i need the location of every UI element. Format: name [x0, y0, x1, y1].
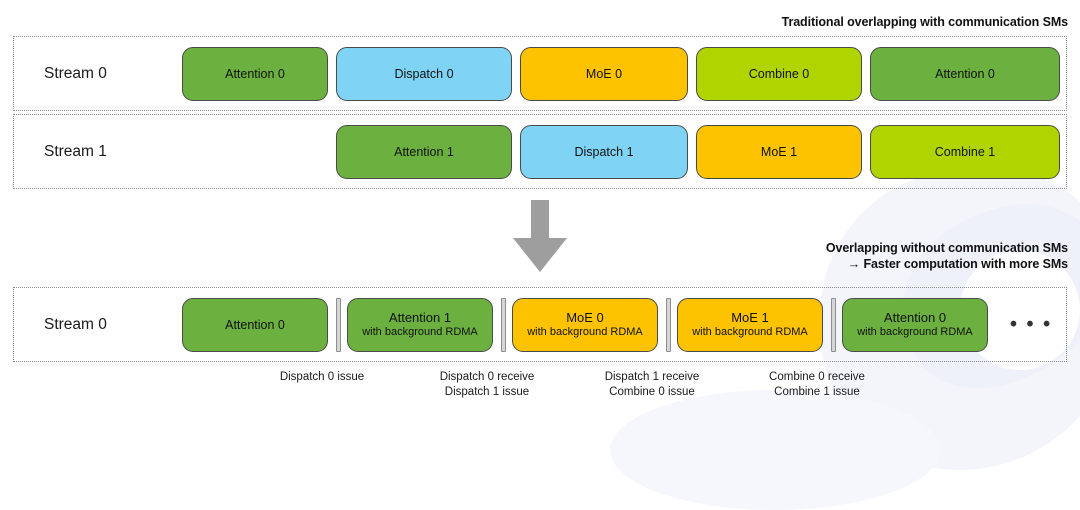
block-attention-1: Attention 1	[336, 124, 512, 179]
block-moe-0: MoE 0	[520, 46, 688, 101]
down-arrow-icon	[513, 200, 567, 272]
annotation-2: Dispatch 1 receive Combine 0 issue	[604, 371, 700, 398]
block-title: Attention 0	[883, 309, 947, 325]
block-subtitle: with background RDMA	[362, 326, 478, 339]
annotation-1: Dispatch 0 receive Dispatch 1 issue	[439, 371, 535, 398]
block-title: Attention 1	[394, 144, 454, 159]
lane-label-stream-1: Stream 1	[44, 142, 107, 160]
block-title: Dispatch 1	[574, 144, 634, 159]
block-attention-0: Attention 0	[182, 46, 328, 101]
lane-label-stream-0-bottom: Stream 0	[44, 315, 107, 333]
block-subtitle: with background RDMA	[527, 326, 643, 339]
block-attention-0: Attention 0	[870, 46, 1060, 101]
caption-overlapping-without-comm-sms: Overlapping without communication SMs → …	[825, 241, 1068, 271]
annotation-3: Combine 0 receive Combine 1 issue	[769, 371, 865, 398]
block-title: MoE 0	[585, 66, 623, 81]
block-title: Attention 0	[225, 66, 285, 81]
block-dispatch-1: Dispatch 1	[520, 124, 688, 179]
block-title: Dispatch 0	[394, 66, 454, 81]
caption-traditional-overlapping: Traditional overlapping with communicati…	[781, 15, 1069, 29]
stream-lane-0: Stream 0 Attention 0 Dispatch 0 MoE 0 Combi…	[13, 36, 1067, 111]
timeline-separator-3	[831, 297, 836, 352]
block-title: Combine 1	[934, 144, 996, 159]
block-dispatch-0: Dispatch 0	[336, 46, 512, 101]
diagram-canvas: Traditional overlapping with communicati…	[13, 15, 1080, 470]
block-combine-1: Combine 1	[870, 124, 1060, 179]
block-title: MoE 1	[731, 309, 769, 325]
block-combine-0: Combine 0	[696, 46, 862, 101]
ellipsis-icon: • • •	[1010, 313, 1053, 335]
lane-label-stream-0: Stream 0	[44, 64, 107, 82]
block-title: Attention 0	[225, 317, 285, 332]
block-title: MoE 1	[760, 144, 798, 159]
block-moe-1: MoE 1	[696, 124, 862, 179]
timeline-separator-2	[666, 297, 671, 352]
block-subtitle: with background RDMA	[857, 326, 973, 339]
block-attention-0: Attention 0	[182, 297, 328, 352]
stream-lane-1: Stream 1 Attention 1 Dispatch 1 MoE 1 Combi…	[13, 114, 1067, 189]
block-title: Attention 0	[935, 66, 995, 81]
annotation-0: Dispatch 0 issue	[279, 371, 365, 383]
timeline-separator-0	[336, 297, 341, 352]
block-title: MoE 0	[566, 309, 604, 325]
block-subtitle: with background RDMA	[692, 326, 808, 339]
timeline-separator-1	[501, 297, 506, 352]
block-title: Combine 0	[748, 66, 810, 81]
block-title: Attention 1	[388, 309, 452, 325]
background-watermark-3	[610, 390, 940, 510]
